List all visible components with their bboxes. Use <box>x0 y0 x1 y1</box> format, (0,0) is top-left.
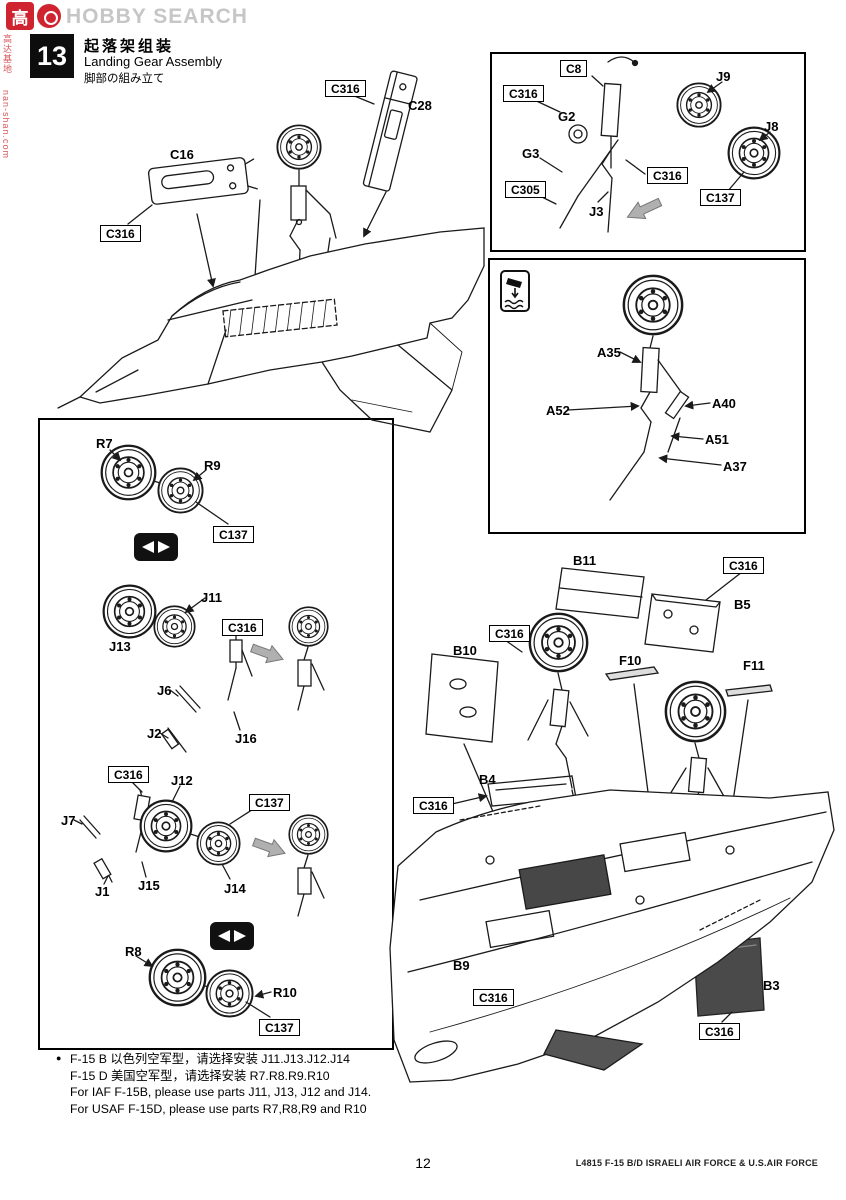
part-label-c137-3: C137 <box>249 794 290 811</box>
part-label-f10: F10 <box>619 653 642 668</box>
part-label-c316-1: C316 <box>325 80 366 97</box>
part-label-j16: J16 <box>235 731 257 746</box>
part-label-a51: A51 <box>705 432 729 447</box>
swap-parts-icon <box>133 532 179 562</box>
part-label-j15: J15 <box>138 878 160 893</box>
part-label-j7: J7 <box>61 813 76 828</box>
watermark-side-text-2: nan-shan.com <box>1 90 11 160</box>
part-label-r7: R7 <box>96 436 113 451</box>
alternative-parts-box <box>38 418 394 1050</box>
part-label-r8: R8 <box>125 944 142 959</box>
step-number: 13 <box>30 34 74 78</box>
part-label-c137-4: C137 <box>259 1019 300 1036</box>
nose-gear-strut-detail-drawing <box>529 56 781 233</box>
note-line-en-2: For USAF F-15D, please use parts R7,R8,R… <box>70 1101 367 1116</box>
swap-parts-icon-2 <box>209 921 255 951</box>
part-label-c316-3: C316 <box>503 85 544 102</box>
part-label-b10: B10 <box>453 643 477 658</box>
part-c28-drawing <box>351 70 418 238</box>
decal-water-icon <box>500 270 530 312</box>
part-label-b11: B11 <box>573 553 597 568</box>
part-label-c316-5: C316 <box>222 619 263 636</box>
part-label-c316-9: C316 <box>413 797 454 814</box>
part-label-j6: J6 <box>157 683 172 698</box>
part-label-a52: A52 <box>546 403 570 418</box>
note-line-cn-2: F-15 D 美国空军型，请选择安装 R7.R8.R9.R10 <box>70 1068 330 1083</box>
j11-j13-wheels-drawing <box>102 584 329 753</box>
watermark-logo-circle <box>37 4 61 28</box>
part-label-b5: B5 <box>734 597 751 612</box>
watermark-brand: HOBBY SEARCH <box>66 5 248 28</box>
part-label-b4: B4 <box>479 772 496 787</box>
part-c16-drawing <box>127 157 258 288</box>
part-label-c28: C28 <box>408 98 432 113</box>
step-title-english: Landing Gear Assembly <box>84 54 223 69</box>
r7-r9-wheels-drawing <box>100 444 229 525</box>
aft-underside-fuselage-drawing <box>389 789 835 1083</box>
part-label-a35: A35 <box>597 345 621 360</box>
nose-gear-drawing <box>249 124 337 300</box>
part-label-j12: J12 <box>171 773 193 788</box>
variant-note: ● F-15 B 以色列空军型，请选择安装 J11.J13.J12.J14 F-… <box>56 1051 371 1117</box>
part-label-j9: J9 <box>716 69 731 84</box>
part-label-j2: J2 <box>147 726 162 741</box>
watermark-logo-square: 高 <box>6 2 34 30</box>
part-label-j14: J14 <box>224 881 246 896</box>
part-label-c316-7: C316 <box>723 557 764 574</box>
part-label-c316-2: C316 <box>100 225 141 242</box>
part-label-b3: B3 <box>763 978 780 993</box>
part-label-j3: J3 <box>589 204 604 219</box>
part-label-c316-11: C316 <box>699 1023 740 1040</box>
kit-title: L4815 F-15 B/D ISRAELI AIR FORCE & U.S.A… <box>575 1158 818 1168</box>
part-label-r9: R9 <box>204 458 221 473</box>
part-label-c316-6: C316 <box>108 766 149 783</box>
part-label-j11: J11 <box>201 590 222 605</box>
part-label-j13: J13 <box>109 639 131 654</box>
part-label-g2: G2 <box>558 109 576 124</box>
part-label-c316-10: C316 <box>473 989 514 1006</box>
nose-gear-assembled-drawing <box>567 274 722 501</box>
note-line-en-1: For IAF F-15B, please use parts J11, J13… <box>70 1085 372 1099</box>
part-label-b9: B9 <box>453 958 470 973</box>
forward-fuselage-drawing <box>57 227 485 433</box>
part-label-c137-2: C137 <box>213 526 254 543</box>
note-line-cn-1: F-15 B 以色列空军型，请选择安装 J11.J13.J12.J14 <box>70 1052 350 1066</box>
part-label-c305: C305 <box>505 181 546 198</box>
part-label-g3: G3 <box>522 146 540 161</box>
part-label-c316-4: C316 <box>647 167 688 184</box>
watermark-side-text-1: 高达基地 <box>2 34 12 74</box>
part-label-a40: A40 <box>712 396 736 411</box>
part-label-f11: F11 <box>743 658 765 673</box>
part-label-c137-1: C137 <box>700 189 741 206</box>
part-label-c316-8: C316 <box>489 625 530 642</box>
part-label-j8: J8 <box>764 119 779 134</box>
page-number: 12 <box>415 1155 431 1171</box>
j12-j14-wheels-drawing <box>73 779 329 917</box>
part-label-r10: R10 <box>273 985 297 1000</box>
step-title-chinese: 起落架组装 <box>84 38 175 55</box>
part-label-j1: J1 <box>95 884 110 899</box>
part-label-c16: C16 <box>170 147 194 162</box>
part-label-a37: A37 <box>723 459 747 474</box>
r8-r10-wheels-drawing <box>135 948 272 1018</box>
note-bullet: ● <box>56 1053 62 1063</box>
part-label-c8: C8 <box>560 60 588 77</box>
step-title-japanese: 脚部の組み立て <box>84 73 165 85</box>
